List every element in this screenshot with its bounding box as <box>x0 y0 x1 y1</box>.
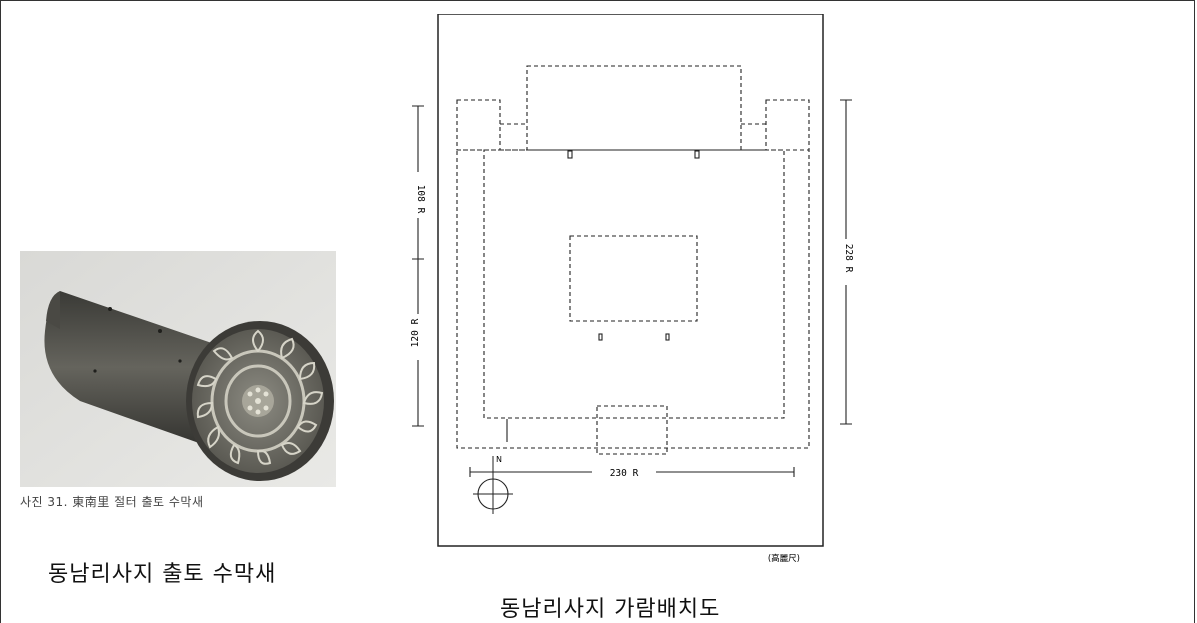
dimension-lines <box>412 99 852 477</box>
unit-label: (高麗尺) <box>768 553 800 564</box>
roof-tile-photo <box>20 251 336 487</box>
plan-border <box>437 14 824 547</box>
north-compass-icon <box>473 456 513 514</box>
dim-width-label: 230 R <box>610 468 639 479</box>
photo-caption: 사진 31. 東南里 절터 출토 수막새 <box>20 495 204 509</box>
plan-title: 동남리사지 가람배치도 <box>500 597 721 622</box>
photo-title: 동남리사지 출토 수막새 <box>48 562 277 587</box>
dim-upper-label: 108 R <box>415 185 426 214</box>
small-markers <box>506 150 700 442</box>
dim-right-label: 228 R <box>843 244 854 273</box>
building-outlines <box>456 65 810 455</box>
dim-lower-label: 120 R <box>410 318 421 347</box>
north-label: N <box>496 455 502 464</box>
temple-layout-plan: 108 R 120 R 228 R 230 R N (高麗尺) <box>410 14 854 564</box>
